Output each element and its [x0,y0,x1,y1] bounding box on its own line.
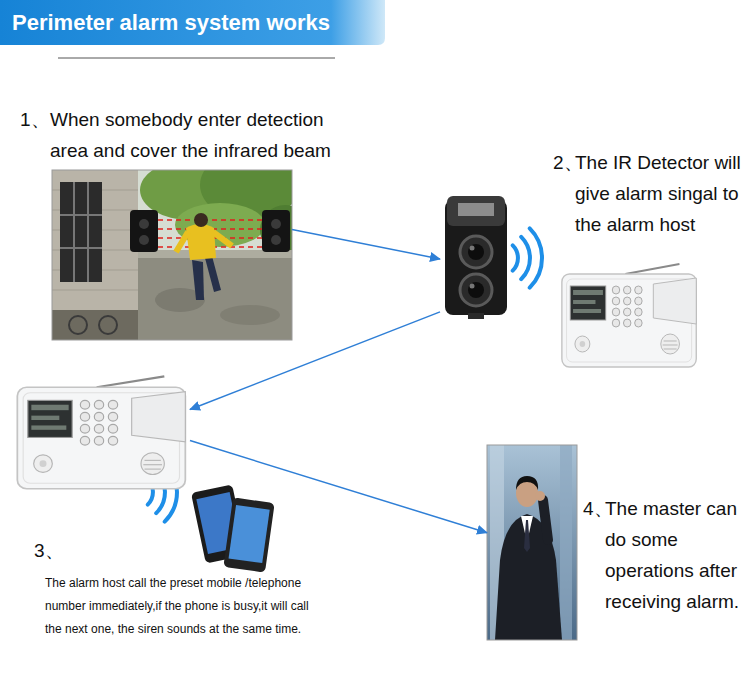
wireless-waves [521,237,530,279]
wall-photo [260,205,292,255]
wall-photo [52,170,138,340]
diagram-title: Perimeter alarm system works [12,9,330,37]
callout-number: 3、 [34,535,64,566]
ir-detector [445,196,507,319]
wall-photo [87,182,89,282]
businessman-photo [543,500,548,540]
wall-photo [176,232,188,252]
wall-photo [69,316,87,334]
wall-photo [60,247,102,249]
wall-photo [262,210,290,252]
businessman-photo [487,445,577,640]
step-description: When somebody enter detection area and c… [50,104,345,166]
wall-photo [139,219,149,229]
step-panel: 1、When somebody enter detection area and… [52,170,292,340]
businessman-photo [560,445,572,640]
ir-detector [447,196,505,226]
businessman-photo [487,445,577,640]
step-description: The master can do some operations after … [605,493,745,617]
wall-photo [138,256,292,340]
alarm-host [562,264,696,367]
step-description: The alarm host call the preset mobile /t… [45,572,315,641]
title-bar [0,0,385,45]
ir-detector [468,313,484,319]
alarm-host [17,264,696,489]
flow-arrow [190,441,487,533]
flow-arrow [292,230,440,259]
title-rule [58,58,335,59]
mobile-phones [191,484,275,572]
wall-photo [192,260,204,300]
title-bar [0,0,385,45]
businessman-photo [487,445,577,640]
wall-photo [158,219,262,221]
step-panel: 3、The alarm host call the preset mobile … [15,375,190,490]
mobile-phones [223,497,274,572]
callout-number: 1、 [20,104,50,135]
wall-photo [99,316,117,334]
wall-photo [60,214,102,216]
wall-photo [52,310,138,340]
wireless-waves [148,228,542,521]
ir-detector [458,203,494,216]
wireless-waves [530,228,542,287]
step-panel: 2、The IR Detector will give alarm singal… [440,195,512,318]
wall-photo [52,150,310,340]
step-description: The IR Detector will give alarm singal t… [575,147,745,240]
wall-photo [52,170,292,340]
businessman-photo [487,445,577,640]
wall-photo [205,256,221,292]
wall-photo [60,182,102,282]
wall-photo [194,213,208,227]
businessman-photo [524,520,530,552]
flow-arrow [190,312,440,410]
wall-photo [73,182,75,282]
alarm-host [17,376,185,488]
ir-detector [470,284,475,289]
ir-detector [470,246,475,251]
ir-detector [460,236,492,268]
businessman-photo [535,491,545,501]
wall-photo [60,182,102,282]
wall-photo [220,305,280,325]
wall-photo [213,232,232,246]
ir-detector [468,282,484,298]
wall-photo [130,210,158,252]
wall-photo [52,170,292,340]
wall-photo [186,224,216,260]
step-panel: 4、The master can do some operations afte… [487,445,577,640]
ir-detector [468,244,484,260]
ir-detector [460,274,492,306]
wall-photo [271,235,281,245]
wall-photo [52,290,138,291]
businessman-photo [516,476,538,490]
wall-photo [271,219,281,229]
mobile-phones [223,497,274,572]
mobile-phones [229,505,270,563]
wireless-waves [513,245,518,270]
wall-photo [139,235,149,245]
